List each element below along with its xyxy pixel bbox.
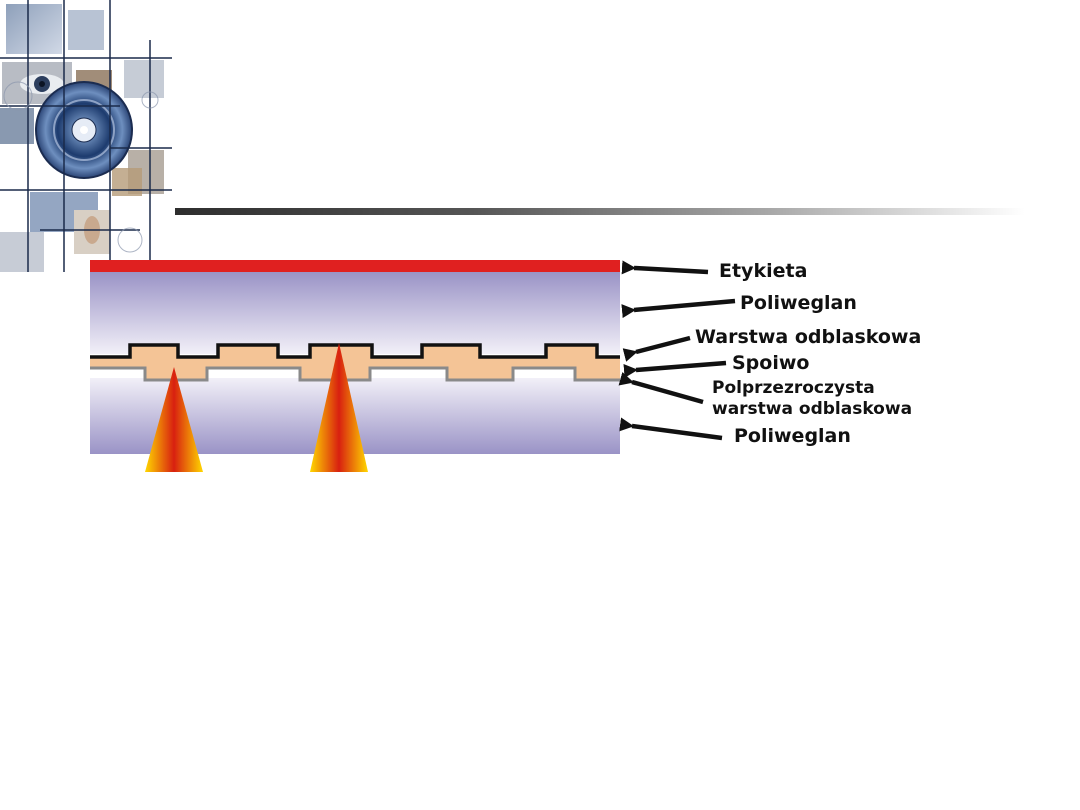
polycarbonate-top-layer (90, 272, 620, 354)
title-underline (175, 208, 1025, 215)
left-arrow-icon (623, 360, 727, 378)
left-arrow-icon (618, 372, 704, 405)
left-arrow-icon (621, 298, 736, 319)
cd-disc-collage-icon (0, 0, 172, 272)
left-arrow-icon (622, 335, 691, 362)
left-arrow-icon (619, 417, 723, 441)
label-reflective-layer: Warstwa odblaskowa (695, 326, 921, 348)
reflective-layer-line (90, 343, 620, 359)
label-semi-reflective-line1: Polprzezroczysta (712, 378, 875, 398)
label-polycarbonate-bottom: Poliweglan (734, 425, 851, 447)
label-semi-reflective-line2: warstwa odblaskowa (712, 399, 912, 419)
laser-beam-icon (145, 367, 203, 472)
adhesive-layer (90, 345, 620, 380)
laser-beam-icon (310, 343, 368, 472)
label-polycarbonate-top: Poliweglan (740, 292, 857, 314)
label-etykieta: Etykieta (719, 260, 807, 282)
label-layer (90, 260, 620, 272)
left-arrow-icon (621, 260, 709, 275)
label-adhesive: Spoiwo (732, 352, 809, 374)
